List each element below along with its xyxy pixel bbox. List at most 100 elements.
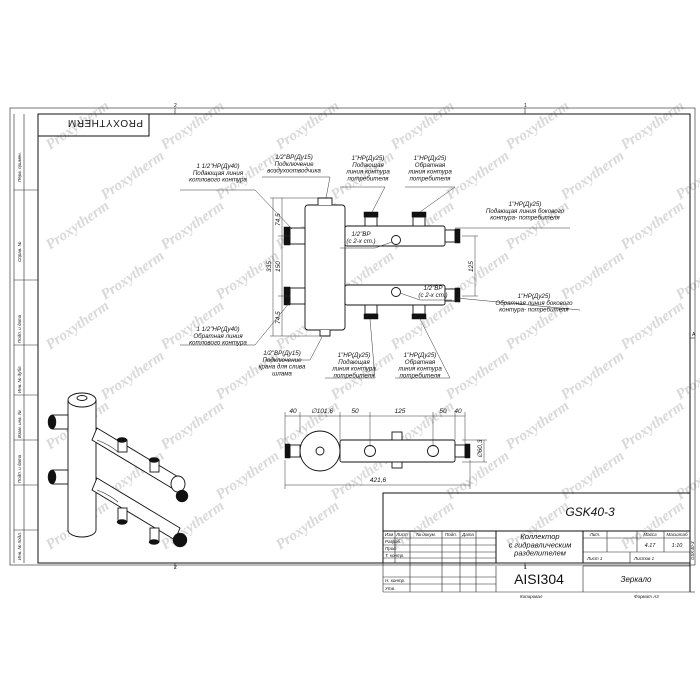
watermark-text: Proxytherm [618,398,687,453]
finish: Зеркало [621,575,652,584]
side-code: GSK40-3 [690,541,695,560]
side-label: Взам. инв. № [17,410,22,438]
dim-base-40-left: 40 [289,408,297,415]
zone-marker-top-left: 2 [174,103,177,109]
watermark-text: Proxytherm [388,98,457,153]
watermark-text: Proxytherm [213,248,282,303]
role-label: Пров. [385,546,397,551]
watermark-text: Proxytherm [443,348,512,403]
col-header: Изм [385,532,393,537]
dim-base-diameter: ∅101,6 [311,408,333,415]
mass-value: 4.17 [645,543,657,549]
title-block [382,492,695,593]
dim-base-40-right: 40 [454,408,462,415]
watermark-text: Proxytherm [673,248,700,303]
role-label: Утв. [385,586,395,591]
dim-height-mid: 150 [275,261,282,272]
side-label: Подп. и дата [17,454,22,483]
format-label: Формат А3 [634,594,659,599]
dim-base-total: 421,6 [370,477,387,484]
dim-height-bottom: 74,5 [275,311,282,324]
watermark-text: Proxytherm [673,448,700,503]
side-label: Подп. и дата [17,314,22,343]
sheet-frame [9,107,696,569]
watermark-text: Proxytherm [158,198,227,253]
top-dimension-lines [284,412,487,489]
watermark-text: Proxytherm [43,198,112,253]
dim-base-50-right: 50 [439,408,447,415]
model-number: GSK40-3 [565,505,615,519]
watermark-text: Proxytherm [158,398,227,453]
side-label: Инв. № подл. [17,532,22,560]
watermark-text: Proxytherm [43,298,112,353]
material: AISI304 [514,571,564,587]
watermark-text: Proxytherm [618,298,687,353]
watermark-text: Proxytherm [618,98,687,153]
watermark-text: Proxytherm [558,348,627,403]
watermark-text: Proxytherm [273,498,342,553]
col-header: Подп. [445,532,457,537]
callout-bypass-bottom: 1/2"ВР(с 2-х ст.) [418,285,447,299]
zone-marker-right: A [692,332,696,338]
watermark-text: Proxytherm [558,248,627,303]
watermark-text: Proxytherm [558,448,627,503]
role-label: Разраб. [385,539,401,544]
watermark-text: Proxytherm [503,98,572,153]
watermark-text: Proxytherm [98,148,167,203]
sheet-count: Листов 1 [633,556,655,561]
side-label: Перв. примен. [17,152,22,182]
mass-label: Масса [643,532,657,537]
dim-height-total: 335 [266,261,273,272]
role-label: Н. контр. [385,578,405,583]
scale-value: 1:10 [672,543,684,549]
dim-height-top: 74,5 [275,213,282,226]
watermark-text: Proxytherm [98,248,167,303]
scale-label: Масштаб [666,532,687,537]
watermark-text: Proxytherm [618,198,687,253]
sheet-number: Лист 1 [586,556,603,561]
watermark-text: Proxytherm [503,398,572,453]
watermark-text: Proxytherm [273,98,342,153]
col-header: Лист [395,532,408,537]
isometric-view [47,392,189,548]
watermark-text: Proxytherm [443,148,512,203]
watermark-text: Proxytherm [158,98,227,153]
zone-marker-top-right: 1 [524,103,527,109]
lit-label: Лит. [589,532,601,537]
top-view [284,430,471,472]
front-dimension-lines [270,197,478,337]
side-label: Инв. № дубл. [17,365,22,393]
dim-base-125: 125 [395,408,406,415]
watermark-text: Proxytherm [98,348,167,403]
dim-height-right: 125 [468,261,475,272]
side-label: Справ. № [17,241,22,262]
watermark-text: Proxytherm [213,448,282,503]
zone-marker-bottom-left: 2 [174,565,177,571]
copied-label: Копировал [520,594,543,599]
dim-base-50-left: 50 [351,408,359,415]
watermark-text: Proxytherm [558,148,627,203]
side-labels: Перв. примен. Справ. № Подп. и дата Инв.… [17,152,22,560]
watermark-text: Proxytherm [673,348,700,403]
role-label: Т. контр. [385,553,404,558]
col-header: Дата [461,532,474,537]
zone-marker-bottom-right: 1 [524,565,527,571]
col-header: № докум. [416,532,436,537]
callout-bypass-top: 1/2"ВР(с 2-х ст.) [346,231,375,245]
dim-base-height: ∅60,3 [477,439,484,458]
brand-logo: PROXYTHERM [67,117,143,128]
leader-lines [180,176,581,379]
watermark-text: Proxytherm [673,148,700,203]
